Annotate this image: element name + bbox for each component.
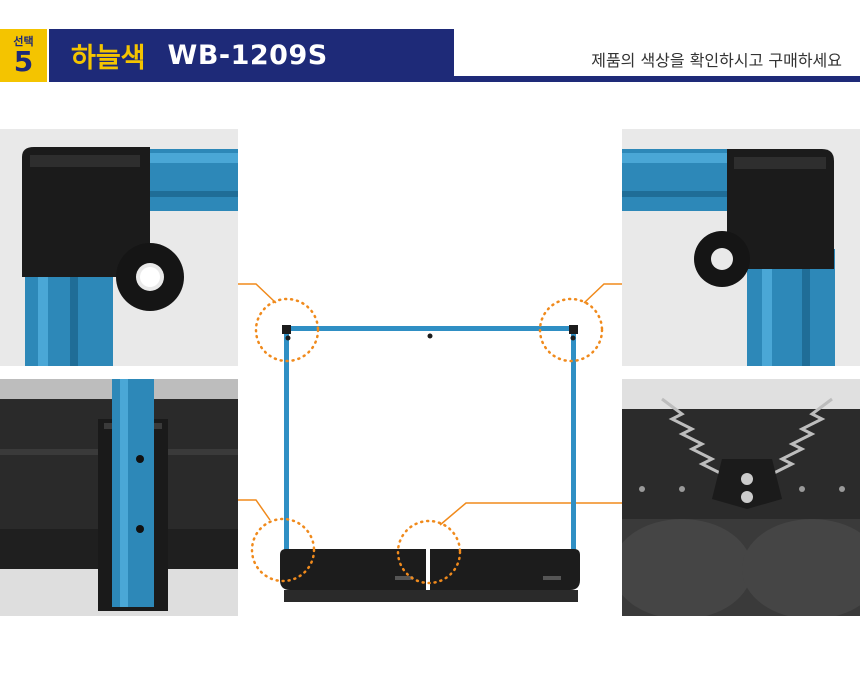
spring-hook-joint-icon (622, 379, 860, 616)
photo-corner-right (622, 129, 860, 366)
color-name: 하늘색 (71, 43, 146, 74)
photo-corner-left (0, 129, 238, 366)
callout-circle-bottom-center (396, 519, 462, 585)
title-bar: 하늘색 WB-1209S (49, 29, 454, 82)
callout-circles (250, 297, 604, 585)
header-divider (454, 76, 860, 82)
option-badge: 선택 5 (0, 29, 47, 82)
callout-circle-top-right (538, 297, 604, 363)
pole-in-base-icon (0, 379, 238, 616)
option-badge-label: 선택 (13, 35, 34, 48)
photo-base-left (0, 379, 238, 616)
callout-line-top-left (238, 283, 277, 304)
corner-cap-with-ring-icon (0, 129, 238, 366)
whiteboard-frame (282, 325, 578, 552)
option-badge-number: 5 (13, 45, 34, 78)
corner-cap-with-ring-icon (622, 129, 860, 366)
model-name: WB-1209S (167, 40, 328, 71)
callout-circle-top-left (254, 297, 320, 363)
photo-base-right (622, 379, 860, 616)
callout-line-bottom-right (439, 502, 622, 526)
callout-lines (238, 283, 622, 526)
callout-line-bottom-left (238, 499, 271, 521)
callout-circle-bottom-left (250, 517, 316, 583)
callout-line-top-right (583, 283, 622, 304)
whiteboard-base (280, 549, 580, 602)
color-notice: 제품의 색상을 확인하시고 구매하세요 (591, 51, 842, 70)
